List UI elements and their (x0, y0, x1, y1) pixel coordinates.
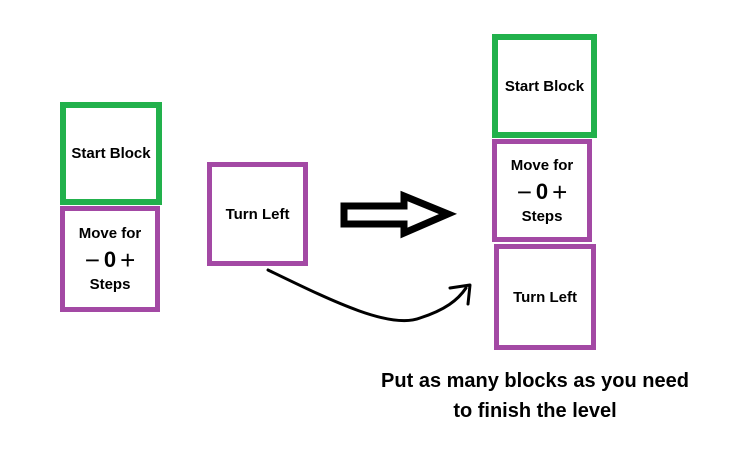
curved-arrow-head-icon (448, 283, 472, 306)
left-start-block[interactable]: Start Block (60, 102, 162, 205)
right-move-stepper: − 0 + (516, 176, 568, 207)
left-move-unit: Steps (89, 276, 131, 293)
right-turn-left-block[interactable]: Turn Left (494, 244, 596, 350)
right-start-block-label: Start Block (504, 77, 585, 95)
right-move-block[interactable]: Move for − 0 + Steps (492, 139, 592, 242)
right-plus-button[interactable]: + (552, 176, 568, 207)
hollow-right-arrow-icon (340, 190, 458, 239)
left-move-block[interactable]: Move for − 0 + Steps (60, 206, 160, 312)
left-plus-button[interactable]: + (120, 245, 136, 275)
right-turn-left-label: Turn Left (513, 288, 577, 306)
left-move-stepper: − 0 + (84, 245, 136, 275)
caption-line-2: to finish the level (453, 400, 617, 422)
curved-arrow-icon (266, 268, 468, 323)
loose-turn-left-label: Turn Left (225, 205, 290, 223)
right-move-unit: Steps (521, 207, 563, 225)
right-step-value: 0 (535, 178, 549, 204)
right-start-block[interactable]: Start Block (492, 34, 597, 138)
left-move-title: Move for (78, 225, 142, 242)
loose-turn-left-block[interactable]: Turn Left (207, 162, 308, 266)
left-minus-button[interactable]: − (84, 245, 100, 275)
left-start-block-label: Start Block (71, 145, 151, 162)
instruction-caption: Put as many blocks as you need to finish… (340, 366, 730, 426)
right-minus-button[interactable]: − (516, 176, 532, 207)
caption-line-1: Put as many blocks as you need (381, 370, 689, 392)
left-step-value: 0 (103, 247, 117, 272)
right-move-title: Move for (510, 156, 574, 174)
